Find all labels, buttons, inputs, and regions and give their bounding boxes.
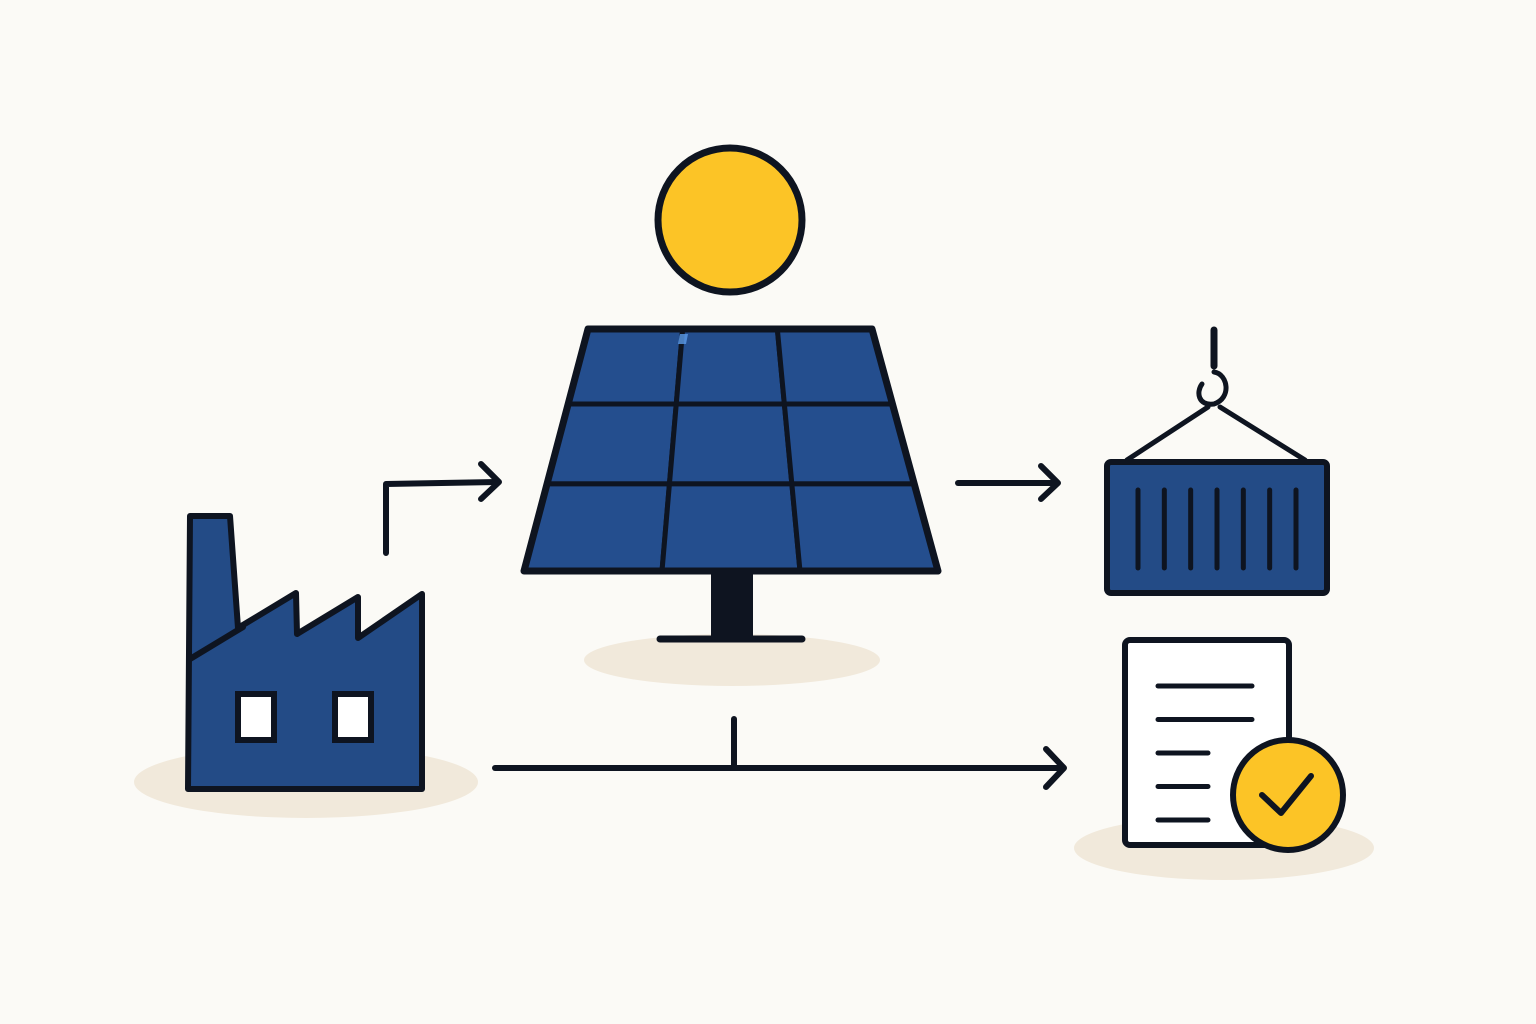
check-mark xyxy=(1259,773,1314,816)
arrow-head xyxy=(1043,746,1067,790)
arrow-head xyxy=(1038,463,1061,502)
hook-curve xyxy=(1196,369,1229,407)
container-ribs xyxy=(1135,487,1299,571)
arrow-factory-to-panel xyxy=(383,461,502,556)
badge-circle xyxy=(1230,737,1346,853)
factory-window-right xyxy=(332,691,374,743)
arrow-head xyxy=(478,461,502,502)
check-badge-icon xyxy=(1230,737,1346,853)
panel-cell xyxy=(666,401,795,487)
sling-right xyxy=(1217,404,1308,463)
panel-cell xyxy=(673,326,787,407)
arrow-panel-to-container xyxy=(955,463,1061,502)
arrow-factory-to-document xyxy=(492,716,1067,790)
panel-frame xyxy=(520,325,942,575)
document-lines xyxy=(1155,683,1255,823)
factory-window-left xyxy=(235,691,277,743)
factory-roof-line xyxy=(187,624,246,662)
sling-left xyxy=(1124,404,1211,463)
sun-icon xyxy=(654,144,806,296)
panel-glare xyxy=(678,334,688,344)
arrow-line xyxy=(383,479,500,556)
factory-icon xyxy=(185,513,425,792)
panel-cell xyxy=(659,481,803,574)
panel-cells xyxy=(521,326,941,574)
panel-shadow xyxy=(584,634,880,686)
panel-post xyxy=(711,572,753,638)
flow-arrows xyxy=(383,461,1067,790)
crane-hook-icon xyxy=(1124,326,1308,463)
solar-panel-icon xyxy=(520,325,942,643)
shipping-container-icon xyxy=(1104,459,1330,596)
